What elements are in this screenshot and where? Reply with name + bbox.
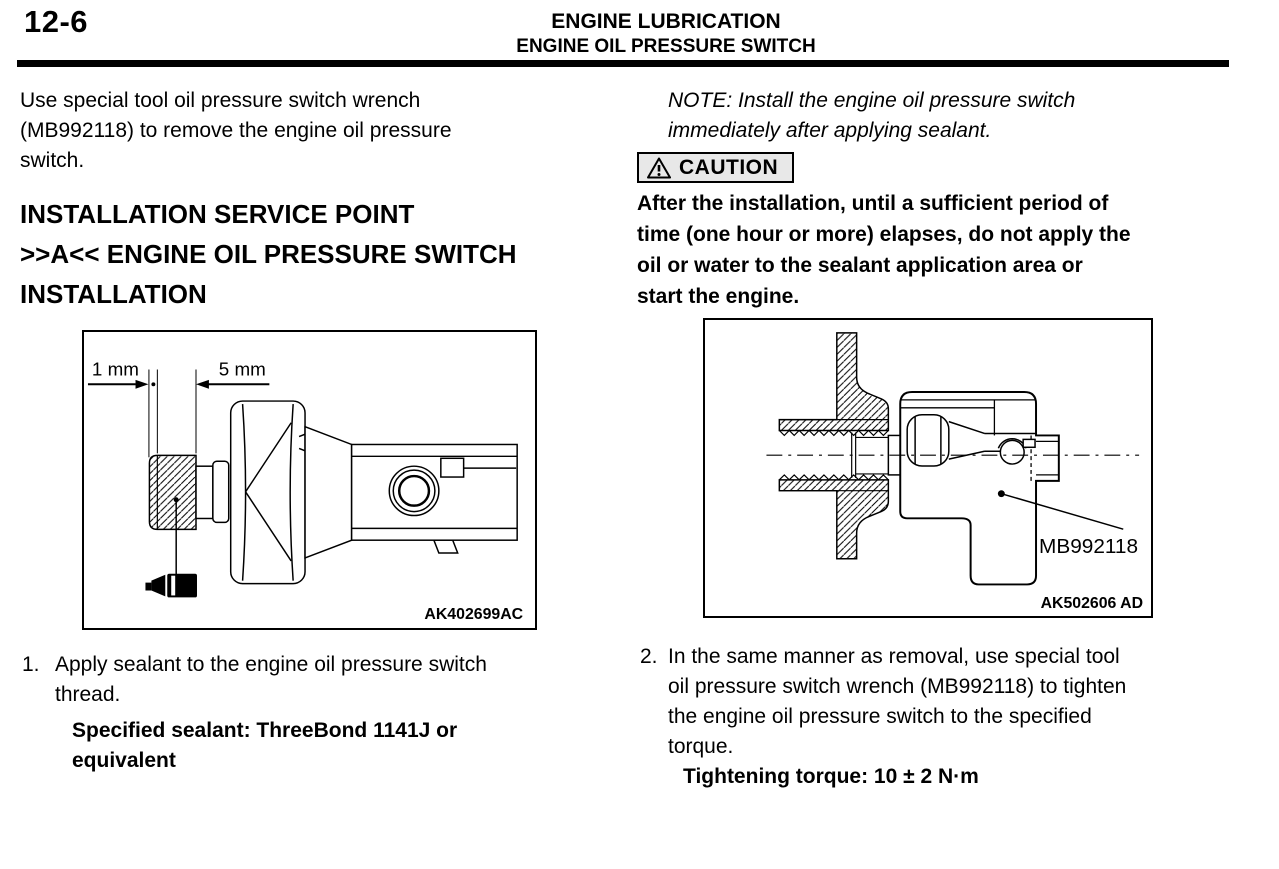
step-1: 1. Apply sealant to the engine oil press… [22, 650, 612, 710]
switch-cone [304, 425, 353, 560]
step-2-text: In the same manner as removal, use speci… [668, 645, 1127, 758]
sealant-spec: Specified sealant: ThreeBond 1141J or eq… [72, 719, 458, 772]
step-2-number: 2. [640, 645, 658, 668]
page-number: 12-6 [24, 4, 89, 39]
dim-arrowhead-right [135, 379, 149, 389]
header-subtitle: ENGINE OIL PRESSURE SWITCH [516, 36, 816, 57]
dim-1mm-label: 1 mm [92, 358, 139, 379]
tool-inner-lines [900, 399, 1059, 481]
sealant-applicator-icon [145, 573, 197, 598]
dim-arrowhead-left [196, 379, 209, 389]
figure-code: AK502606 AD [1041, 595, 1143, 612]
figure-code: AK402699AC [424, 606, 523, 623]
figure-switch-installation-tool: MB992118 AK502606 AD [703, 318, 1153, 618]
engine-wall-upper [778, 332, 890, 432]
switch-body [350, 443, 518, 554]
engine-wall-lower [778, 479, 890, 560]
heading-switch-installation: >>A<< ENGINE OIL PRESSURE SWITCH INSTALL… [20, 239, 517, 309]
caution-text: After the installation, until a sufficie… [637, 192, 1131, 308]
switch-in-tool [906, 413, 1037, 467]
torque-spec: Tightening torque: 10 ± 2 N·m [683, 765, 979, 788]
tool-label: MB992118 [1039, 535, 1138, 558]
switch-thread [148, 454, 197, 531]
header-rule [17, 60, 1229, 67]
caution-box: CAUTION [637, 152, 795, 183]
warning-triangle-icon [647, 157, 671, 178]
intro-paragraph: Use special tool oil pressure switch wre… [20, 89, 452, 172]
switch-neck [195, 460, 230, 524]
header-title: ENGINE LUBRICATION [551, 10, 781, 33]
caution-label: CAUTION [679, 155, 779, 179]
heading-installation-service-point: INSTALLATION SERVICE POINT [20, 199, 415, 229]
step-2: 2. In the same manner as removal, use sp… [640, 642, 1245, 762]
oil-pressure-switch-drawing: 1 mm 5 mm [87, 358, 523, 623]
switch-hex-nut [229, 400, 310, 585]
leader-dot [997, 490, 1005, 498]
dim-tick [151, 382, 156, 387]
note-paragraph: NOTE: Install the engine oil pressure sw… [668, 89, 1076, 142]
step-1-number: 1. [22, 653, 40, 676]
leader-line [1001, 492, 1124, 530]
threaded-bore [778, 419, 889, 492]
dim-5mm-label: 5 mm [219, 358, 266, 379]
switch-installation-drawing: MB992118 AK502606 AD [766, 332, 1143, 612]
step-1-text: Apply sealant to the engine oil pressure… [55, 653, 487, 706]
figure-oil-pressure-switch: 1 mm 5 mm [82, 330, 537, 630]
extension-lines [148, 369, 197, 458]
